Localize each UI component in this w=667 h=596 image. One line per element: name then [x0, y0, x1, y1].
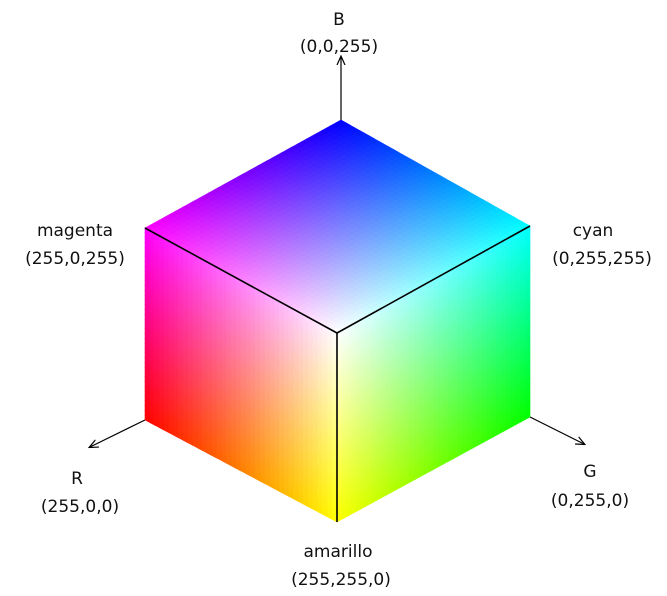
b-axis-coords: (0,0,255) — [300, 37, 378, 57]
r-axis-coords: (255,0,0) — [41, 497, 119, 517]
yellow-label: amarillo — [304, 542, 373, 562]
cube-top-face — [144, 119, 531, 334]
cyan-coords: (0,255,255) — [552, 249, 652, 269]
magenta-coords: (255,0,255) — [25, 249, 125, 269]
r-axis-arrow — [90, 419, 146, 447]
g-axis-coords: (0,255,0) — [551, 491, 629, 511]
r-axis-label: R — [71, 469, 83, 489]
g-axis-label: G — [583, 462, 596, 482]
yellow-coords: (255,255,0) — [291, 570, 391, 590]
b-axis-label: B — [333, 10, 345, 30]
g-axis-arrow — [529, 416, 584, 444]
magenta-label: magenta — [37, 221, 113, 241]
cyan-label: cyan — [573, 221, 614, 241]
